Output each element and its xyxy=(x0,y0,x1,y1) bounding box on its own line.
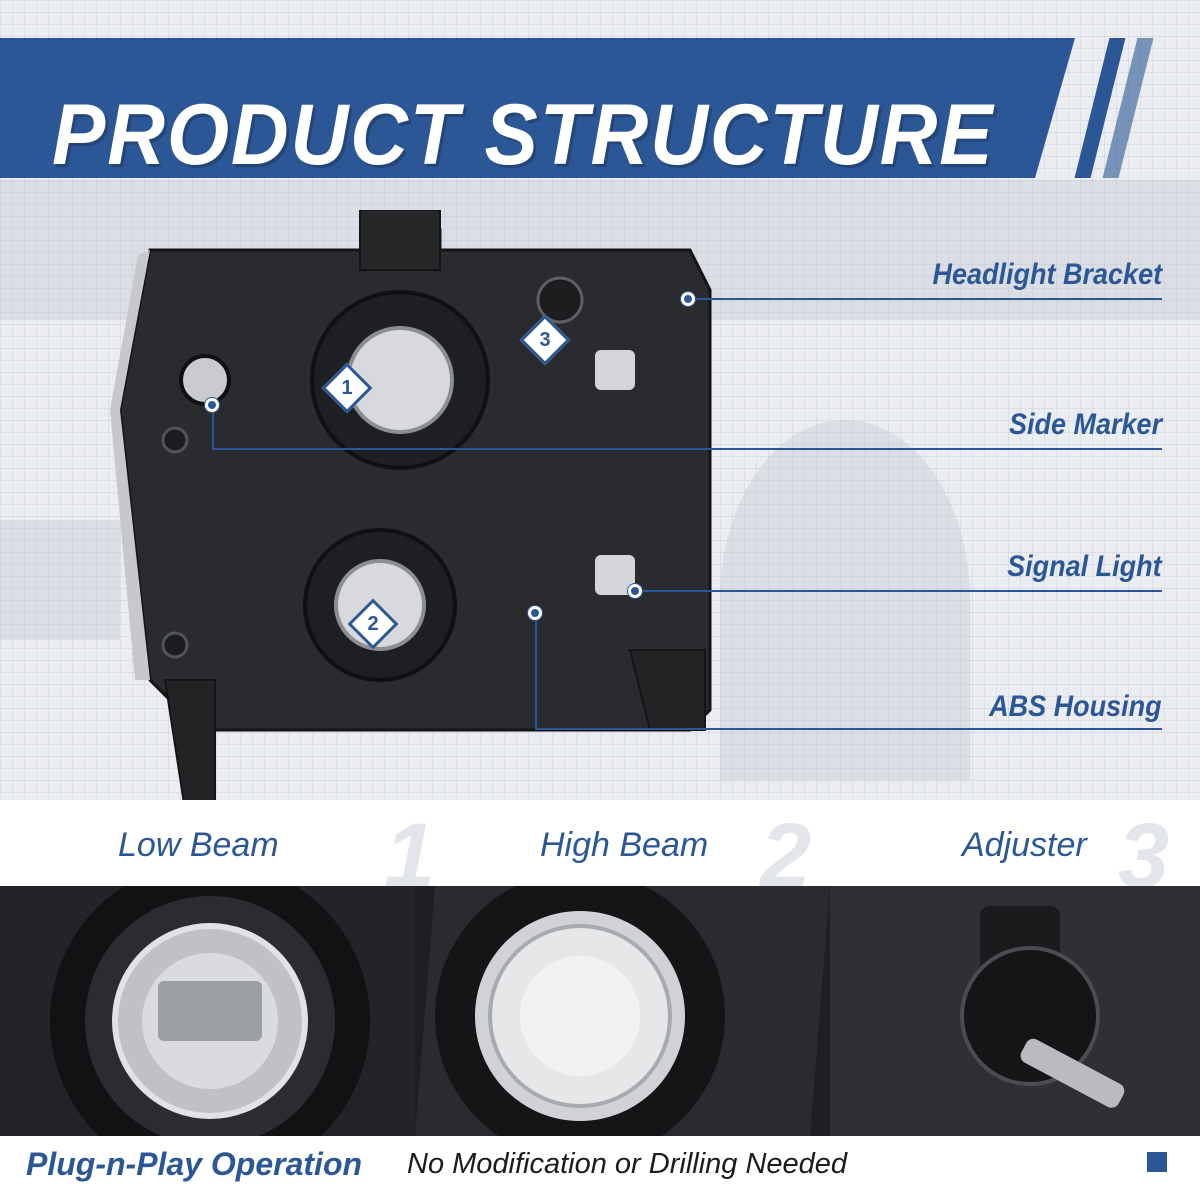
signal-light-socket xyxy=(595,555,635,595)
callout-line-signal-light xyxy=(635,590,1162,592)
bottom-mount-tab xyxy=(628,649,706,731)
callout-dot-side-marker xyxy=(205,398,219,412)
callout-dot-abs-housing xyxy=(528,606,542,620)
product-structure-section: PRODUCT STRUCTURE Headlight Bracket Side… xyxy=(0,0,1200,800)
callout-headlight-bracket: Headlight Bracket xyxy=(932,258,1162,291)
callout-line-abs-housing xyxy=(535,613,537,729)
caption-high-beam: High Beam xyxy=(540,826,709,864)
callout-line-side-marker xyxy=(212,405,214,449)
headlight-diagram xyxy=(110,210,712,800)
mount-screw xyxy=(161,426,189,454)
caption-bar: 1 Low Beam 2 High Beam 3 Adjuster xyxy=(0,800,1200,907)
square-icon xyxy=(1147,1152,1167,1172)
high-beam-photo xyxy=(415,886,830,1136)
detail-photos xyxy=(0,886,1200,1136)
background-grille xyxy=(0,520,120,640)
callout-signal-light: Signal Light xyxy=(1007,550,1162,583)
bottom-mount-tab xyxy=(163,679,216,800)
low-beam-photo xyxy=(0,886,415,1136)
callout-dot-signal-light xyxy=(628,584,642,598)
adjuster-photo xyxy=(830,886,1200,1136)
footer-text: No Modification or Drilling Needed xyxy=(407,1148,848,1180)
mount-screw xyxy=(161,631,189,659)
plug-n-play-heading: Plug-n-Play Operation xyxy=(26,1146,363,1182)
page-title: PRODUCT STRUCTURE xyxy=(52,87,995,183)
adjuster-knob xyxy=(536,276,584,324)
headlight-lens-edge xyxy=(110,250,150,680)
background-wheel-arch xyxy=(720,420,970,780)
caption-adjuster: Adjuster xyxy=(962,826,1087,864)
footer-bar: Plug-n-Play Operation No Modification or… xyxy=(0,1136,1200,1200)
callout-dot-headlight-bracket xyxy=(681,292,695,306)
callout-line-abs-housing xyxy=(535,728,1162,730)
side-marker-socket xyxy=(179,354,231,406)
callout-side-marker: Side Marker xyxy=(1008,408,1162,441)
callout-line-side-marker xyxy=(212,448,1162,450)
signal-light-socket xyxy=(595,350,635,390)
callout-abs-housing: ABS Housing xyxy=(989,690,1162,723)
caption-low-beam: Low Beam xyxy=(118,826,279,864)
callout-line-headlight-bracket xyxy=(688,298,1162,300)
headlight-bracket-tab xyxy=(359,210,441,271)
title-banner: PRODUCT STRUCTURE xyxy=(0,38,1075,178)
